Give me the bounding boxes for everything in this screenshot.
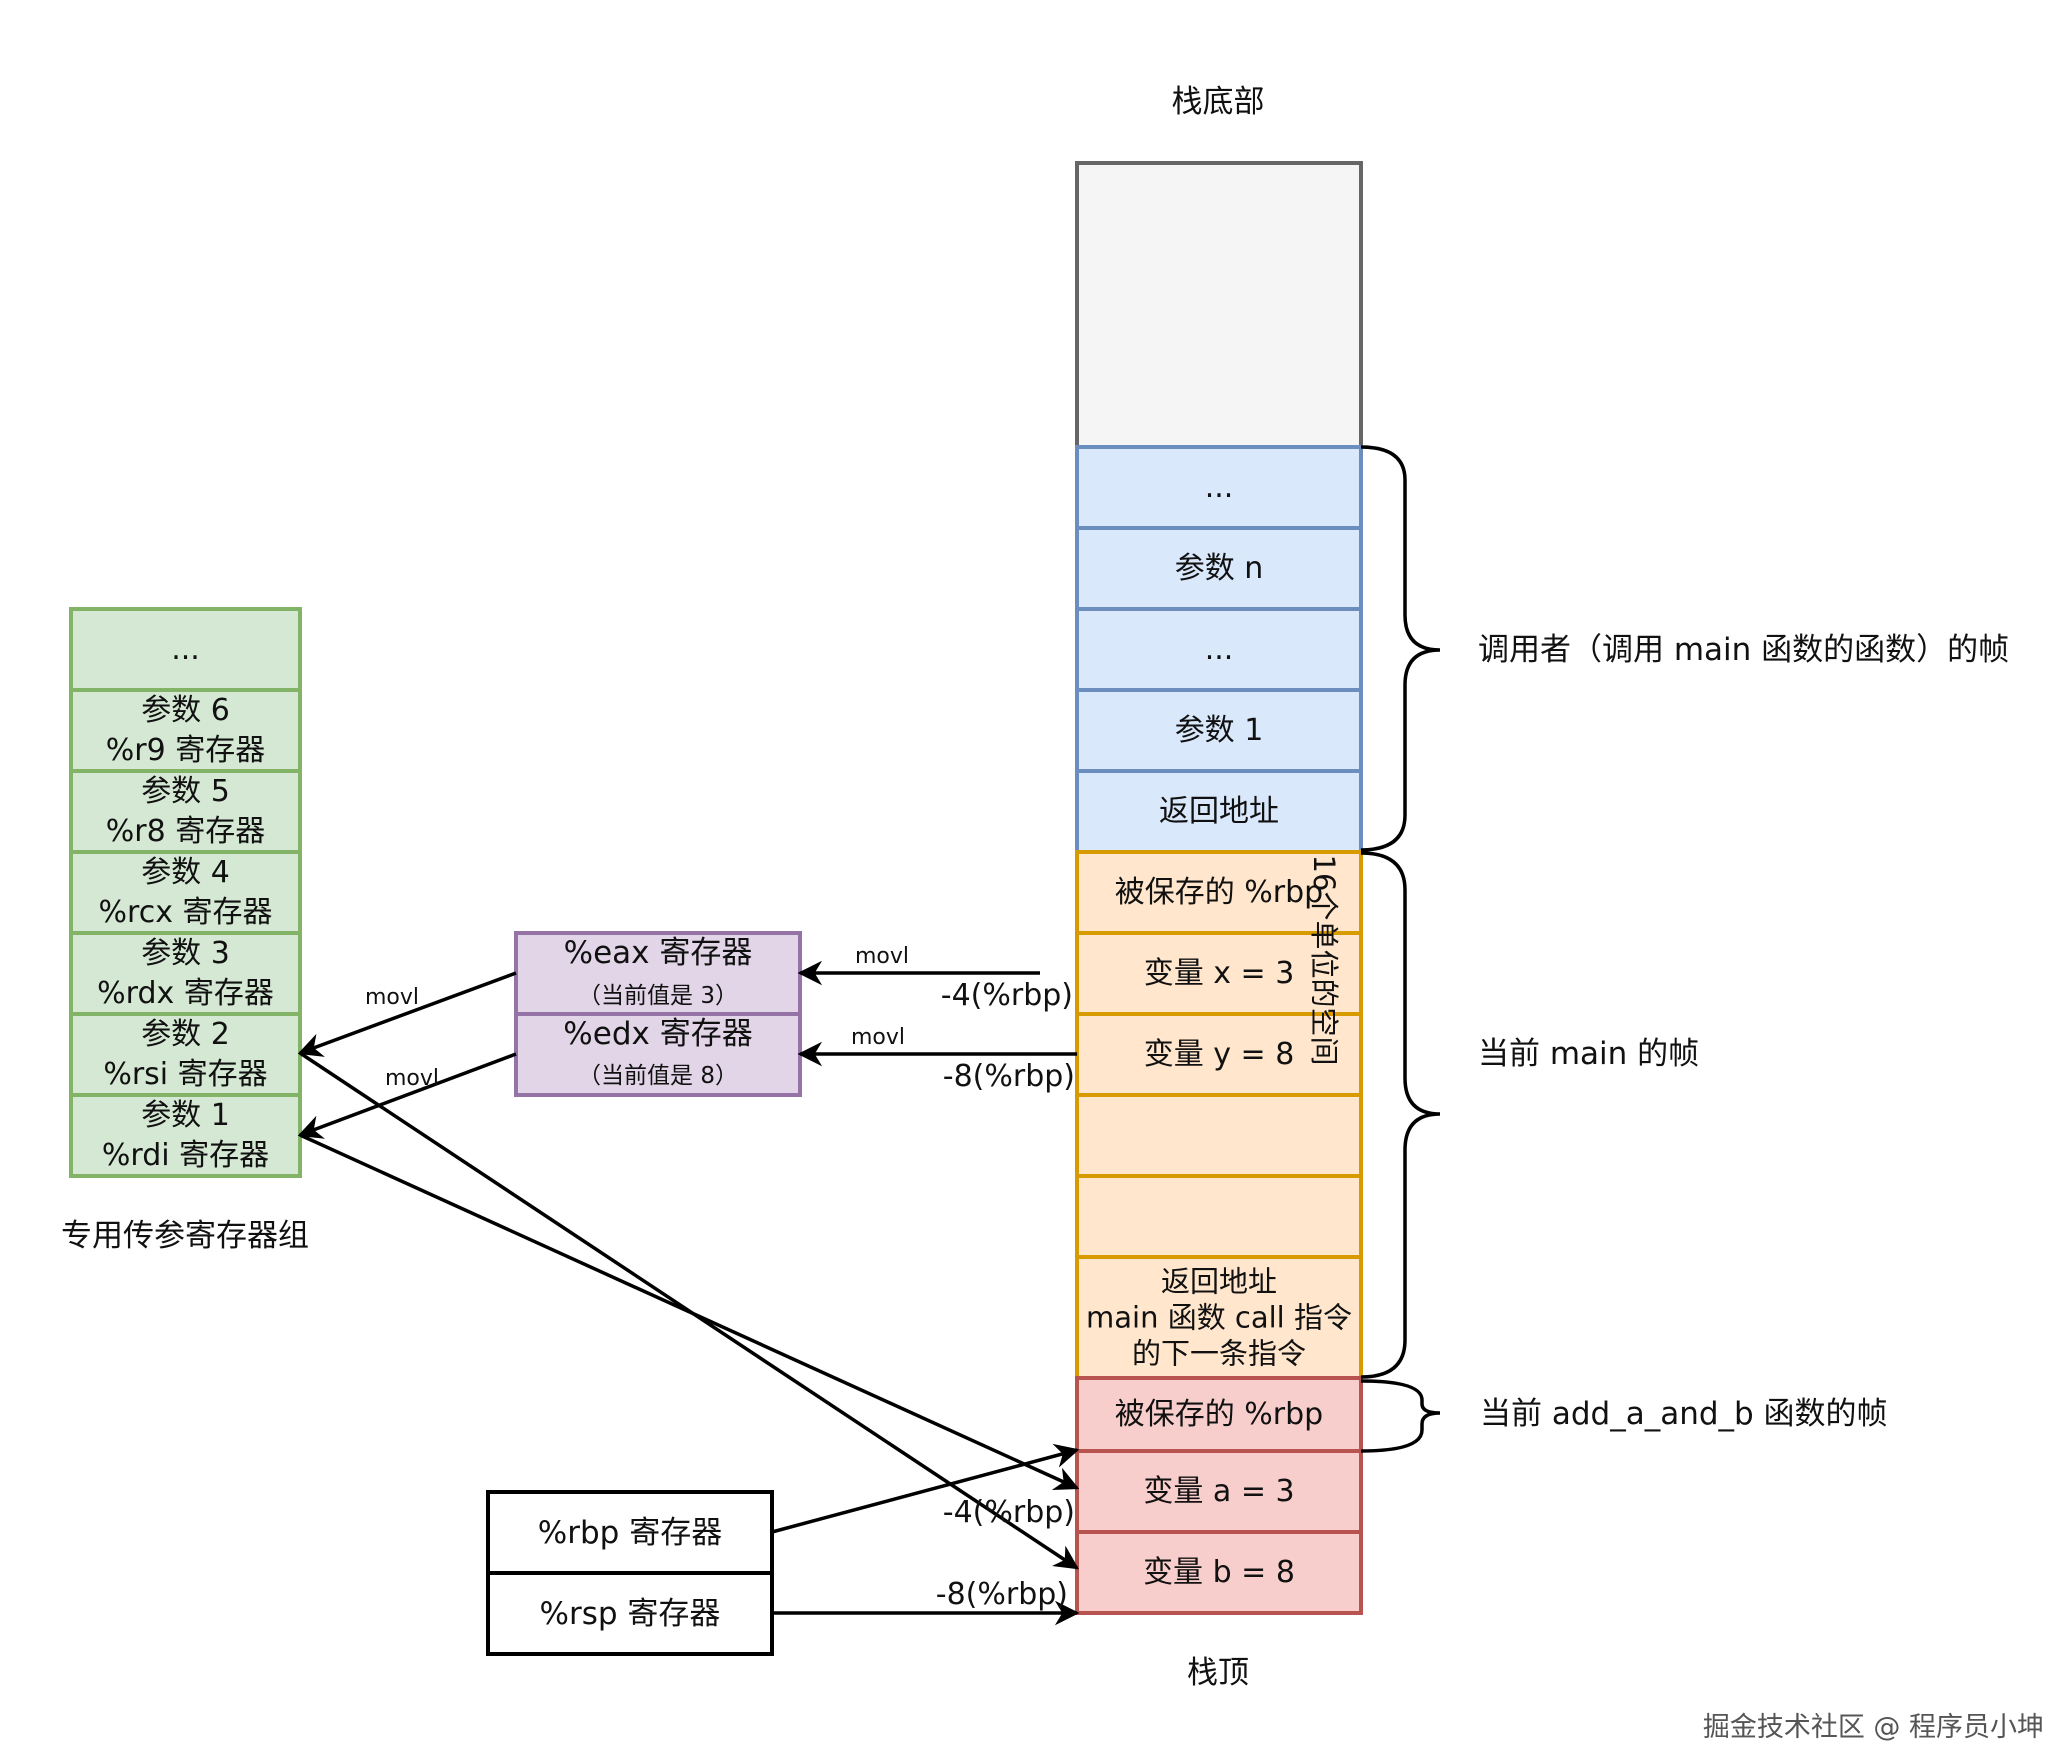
main-frame-brace (1360, 851, 1441, 1379)
rbp-register-label: %rbp 寄存器 (538, 1515, 722, 1551)
add-cell-2-text: 变量 b = 8 (1143, 1555, 1295, 1590)
caller-cell-2-text: ... (1205, 632, 1234, 667)
param-cell-2: 参数 5 %r8 寄存器 (69, 769, 302, 854)
main-cell-ret-0-text: main 函数 call 指令 (1086, 1301, 1352, 1335)
add-frame-label: 当前 add_a_and_b 函数的帧 (1480, 1396, 1888, 1432)
param-cell-5-text: %rsi 寄存器 (103, 1057, 267, 1092)
main-frame-label: 当前 main 的帧 (1478, 1036, 1699, 1072)
main-cell-1-text: 变量 x = 3 (1144, 956, 1295, 991)
offset-label-x: -4(%rbp) (941, 978, 1073, 1013)
main-cell-2-text: 变量 y = 8 (1144, 1037, 1295, 1072)
arrow-edx-to-rdi (297, 1052, 517, 1139)
eax-register: %eax 寄存器 （当前值是 3） (514, 931, 802, 1016)
param-cell-0-text: ... (171, 632, 200, 667)
caller-frame-brace (1360, 445, 1441, 852)
rsp-register: %rsp 寄存器 (486, 1571, 774, 1656)
space-note: 16个单位的空间 (1307, 855, 1341, 1066)
param-cell-6: 参数 1 %rdi 寄存器 (69, 1093, 302, 1178)
rsp-register-label: %rsp 寄存器 (540, 1596, 721, 1632)
param-cell-1-text: %r9 寄存器 (106, 733, 265, 768)
param-cell-1: 参数 6 %r9 寄存器 (69, 688, 302, 773)
param-cell-4-text: %rdx 寄存器 (97, 976, 274, 1011)
param-cell-6-text: 参数 1 (141, 1098, 230, 1133)
caller-cell-3-text: 参数 1 (1175, 713, 1264, 748)
param-register-caption: 专用传参寄存器组 (61, 1218, 309, 1254)
arrow-eax-to-rsi (297, 971, 517, 1057)
watermark: 掘金技术社区 @ 程序员小坤 (1703, 1712, 2044, 1743)
eax-register-name: %eax 寄存器 (564, 935, 753, 971)
movl-label-eax: movl (855, 944, 909, 969)
add-frame-brace (1360, 1379, 1441, 1453)
movl-label-edx: movl (851, 1025, 905, 1050)
main-cell-3 (1075, 1093, 1363, 1178)
stack-bottom-label: 栈底部 (1172, 84, 1265, 120)
caller-cell-4-text: 返回地址 (1159, 794, 1279, 829)
stack-empty-region (1075, 161, 1363, 449)
param-cell-0: ... (69, 607, 302, 692)
caller-cell-0: ... (1075, 445, 1363, 530)
main-cell-ret-0-text: 的下一条指令 (1132, 1337, 1306, 1371)
edx-register-name: %edx 寄存器 (563, 1016, 752, 1052)
add-cell-1: 变量 a = 3 (1075, 1449, 1363, 1534)
caller-cell-1: 参数 n (1075, 526, 1363, 611)
edx-register: %edx 寄存器 （当前值是 8） (514, 1012, 802, 1097)
add-cell-0-text: 被保存的 %rbp (1115, 1397, 1323, 1432)
param-cell-5: 参数 2 %rsi 寄存器 (69, 1012, 302, 1097)
main-cell-2: 变量 y = 8 (1075, 1012, 1363, 1097)
param-cell-2-text: %r8 寄存器 (106, 814, 265, 849)
param-cell-2-text: 参数 5 (141, 774, 230, 809)
caller-frame-cells: ... 参数 n... 参数 1 返回地址 (1075, 445, 1363, 854)
caller-cell-3: 参数 1 (1075, 688, 1363, 773)
caller-cell-2: ... (1075, 607, 1363, 692)
main-cell-0-text: 被保存的 %rbp (1115, 875, 1323, 910)
caller-frame-label: 调用者（调用 main 函数的函数）的帧 (1478, 632, 2009, 668)
arrow-rbp-register (771, 1443, 1080, 1534)
arrow-rsi-to-b (299, 1051, 1080, 1570)
offset-label-y: -8(%rbp) (943, 1059, 1075, 1094)
main-cell-1: 变量 x = 3 (1075, 931, 1363, 1016)
param-cell-3-text: %rcx 寄存器 (99, 895, 273, 930)
add-frame-cells: 被保存的 %rbp 变量 a = 3 变量 b = 8 (1075, 1376, 1363, 1615)
param-cell-1-text: 参数 6 (141, 693, 230, 728)
stack-top-label: 栈顶 (1187, 1655, 1249, 1691)
add-cell-2: 变量 b = 8 (1075, 1530, 1363, 1615)
movl-label-rsi: movl (365, 985, 419, 1010)
add-cell-1-text: 变量 a = 3 (1143, 1474, 1294, 1509)
param-cell-6-text: %rdi 寄存器 (102, 1138, 269, 1173)
caller-cell-4: 返回地址 (1075, 769, 1363, 854)
rbp-register: %rbp 寄存器 (486, 1490, 774, 1575)
offset-label-b: -8(%rbp) (936, 1577, 1068, 1612)
main-cell-0: 被保存的 %rbp (1075, 850, 1363, 935)
movl-label-rdi: movl (385, 1066, 439, 1091)
edx-register-note: （当前值是 8） (578, 1063, 738, 1089)
param-cell-3: 参数 4 %rcx 寄存器 (69, 850, 302, 935)
add-cell-0: 被保存的 %rbp (1075, 1376, 1363, 1453)
param-cell-4-text: 参数 3 (141, 936, 230, 971)
main-cell-ret-0-text: 返回地址 (1161, 1265, 1277, 1299)
offset-label-a: -4(%rbp) (943, 1495, 1075, 1530)
eax-register-note: （当前值是 3） (578, 983, 738, 1009)
param-cell-5-text: 参数 2 (141, 1017, 230, 1052)
param-cell-4: 参数 3 %rdx 寄存器 (69, 931, 302, 1016)
caller-cell-1-text: 参数 n (1175, 551, 1264, 586)
main-cell-4 (1075, 1174, 1363, 1259)
caller-cell-0-text: ... (1205, 470, 1234, 505)
param-cell-3-text: 参数 4 (141, 855, 230, 890)
